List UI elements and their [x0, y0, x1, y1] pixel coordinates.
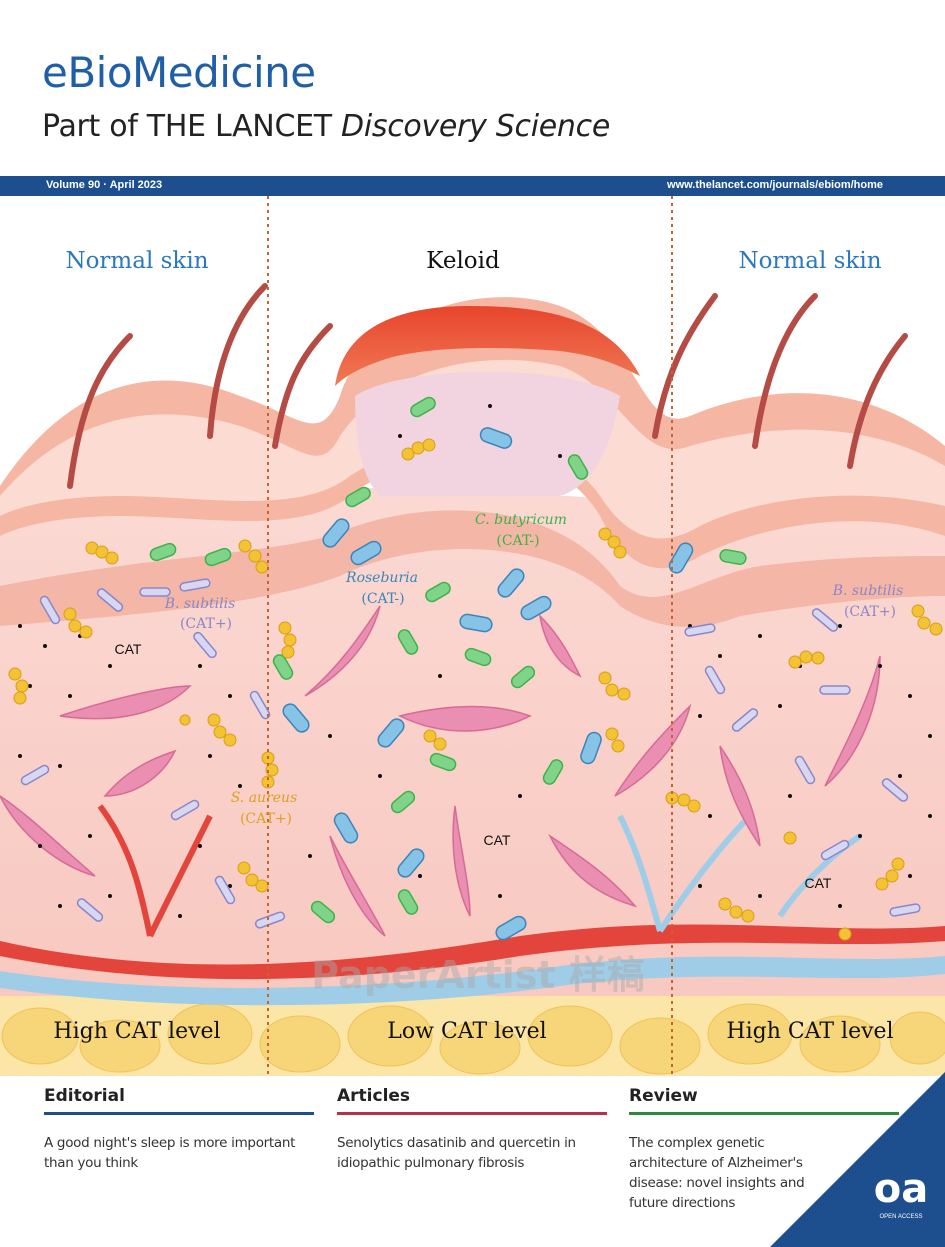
journal-subtitle: Part of THE LANCET Discovery Science	[42, 112, 610, 142]
label-cat-center: CAT	[484, 832, 511, 848]
label-b-subtilis-right-cat: (CAT+)	[844, 604, 896, 620]
journal-title: eBioMedicine	[42, 48, 316, 97]
journal-url[interactable]: www.thelancet.com/journals/ebiom/home	[667, 179, 883, 191]
editorial-rule	[44, 1112, 314, 1115]
label-cat-right: CAT	[805, 875, 832, 891]
label-roseburia-cat: (CAT-)	[361, 591, 404, 607]
label-b-subtilis-left-cat: (CAT+)	[180, 616, 232, 632]
review-rule	[629, 1112, 899, 1115]
review-text: The complex genetic architecture of Alzh…	[629, 1135, 805, 1211]
footer: Editorial A good night's sleep is more i…	[0, 1076, 945, 1247]
editorial-text: A good night's sleep is more important t…	[44, 1135, 296, 1171]
editorial-heading: Editorial	[44, 1086, 125, 1106]
volume-info: Volume 90 · April 2023	[46, 179, 163, 191]
label-roseburia: Roseburia	[345, 570, 418, 586]
subtitle-italic: Discovery Science	[341, 109, 610, 144]
label-normal-skin-left: Normal skin	[65, 248, 208, 274]
subtitle-main: Part of THE LANCET	[42, 109, 342, 144]
cover-illustration: Normal skin Keloid Normal skin B. subtil…	[0, 196, 945, 1076]
open-access-badge: oa OPEN ACCESS	[770, 1072, 945, 1247]
volume-bar: Volume 90 · April 2023 www.thelancet.com…	[0, 176, 945, 196]
label-high-cat-right: High CAT level	[726, 1019, 893, 1044]
section-review[interactable]: Review The complex genetic architecture …	[629, 1086, 899, 1213]
watermark: PaperArtist 样稿	[311, 953, 645, 997]
section-editorial[interactable]: Editorial A good night's sleep is more i…	[44, 1086, 314, 1173]
section-articles[interactable]: Articles Senolytics dasatinib and querce…	[337, 1086, 607, 1173]
label-c-butyricum-cat: (CAT-)	[496, 533, 539, 549]
keloid-cap	[335, 306, 640, 386]
review-heading: Review	[629, 1086, 698, 1106]
label-cat-left: CAT	[115, 641, 142, 657]
label-b-subtilis-left: B. subtilis	[164, 596, 236, 612]
articles-heading: Articles	[337, 1086, 411, 1106]
label-c-butyricum: C. butyricum	[475, 512, 567, 528]
label-low-cat-center: Low CAT level	[387, 1019, 546, 1044]
oa-caption: OPEN ACCESS	[879, 1214, 922, 1220]
label-s-aureus-cat: (CAT+)	[240, 811, 292, 827]
articles-rule	[337, 1112, 607, 1115]
blood-vessel	[0, 924, 945, 980]
masthead: eBioMedicine Part of THE LANCET Discover…	[0, 0, 945, 176]
label-s-aureus: S. aureus	[231, 790, 298, 806]
oa-logo: oa	[874, 1166, 928, 1212]
label-keloid: Keloid	[426, 248, 500, 274]
label-high-cat-left: High CAT level	[53, 1019, 220, 1044]
label-normal-skin-right: Normal skin	[738, 248, 881, 274]
label-b-subtilis-right: B. subtilis	[832, 583, 904, 599]
articles-text: Senolytics dasatinib and quercetin in id…	[337, 1135, 576, 1171]
